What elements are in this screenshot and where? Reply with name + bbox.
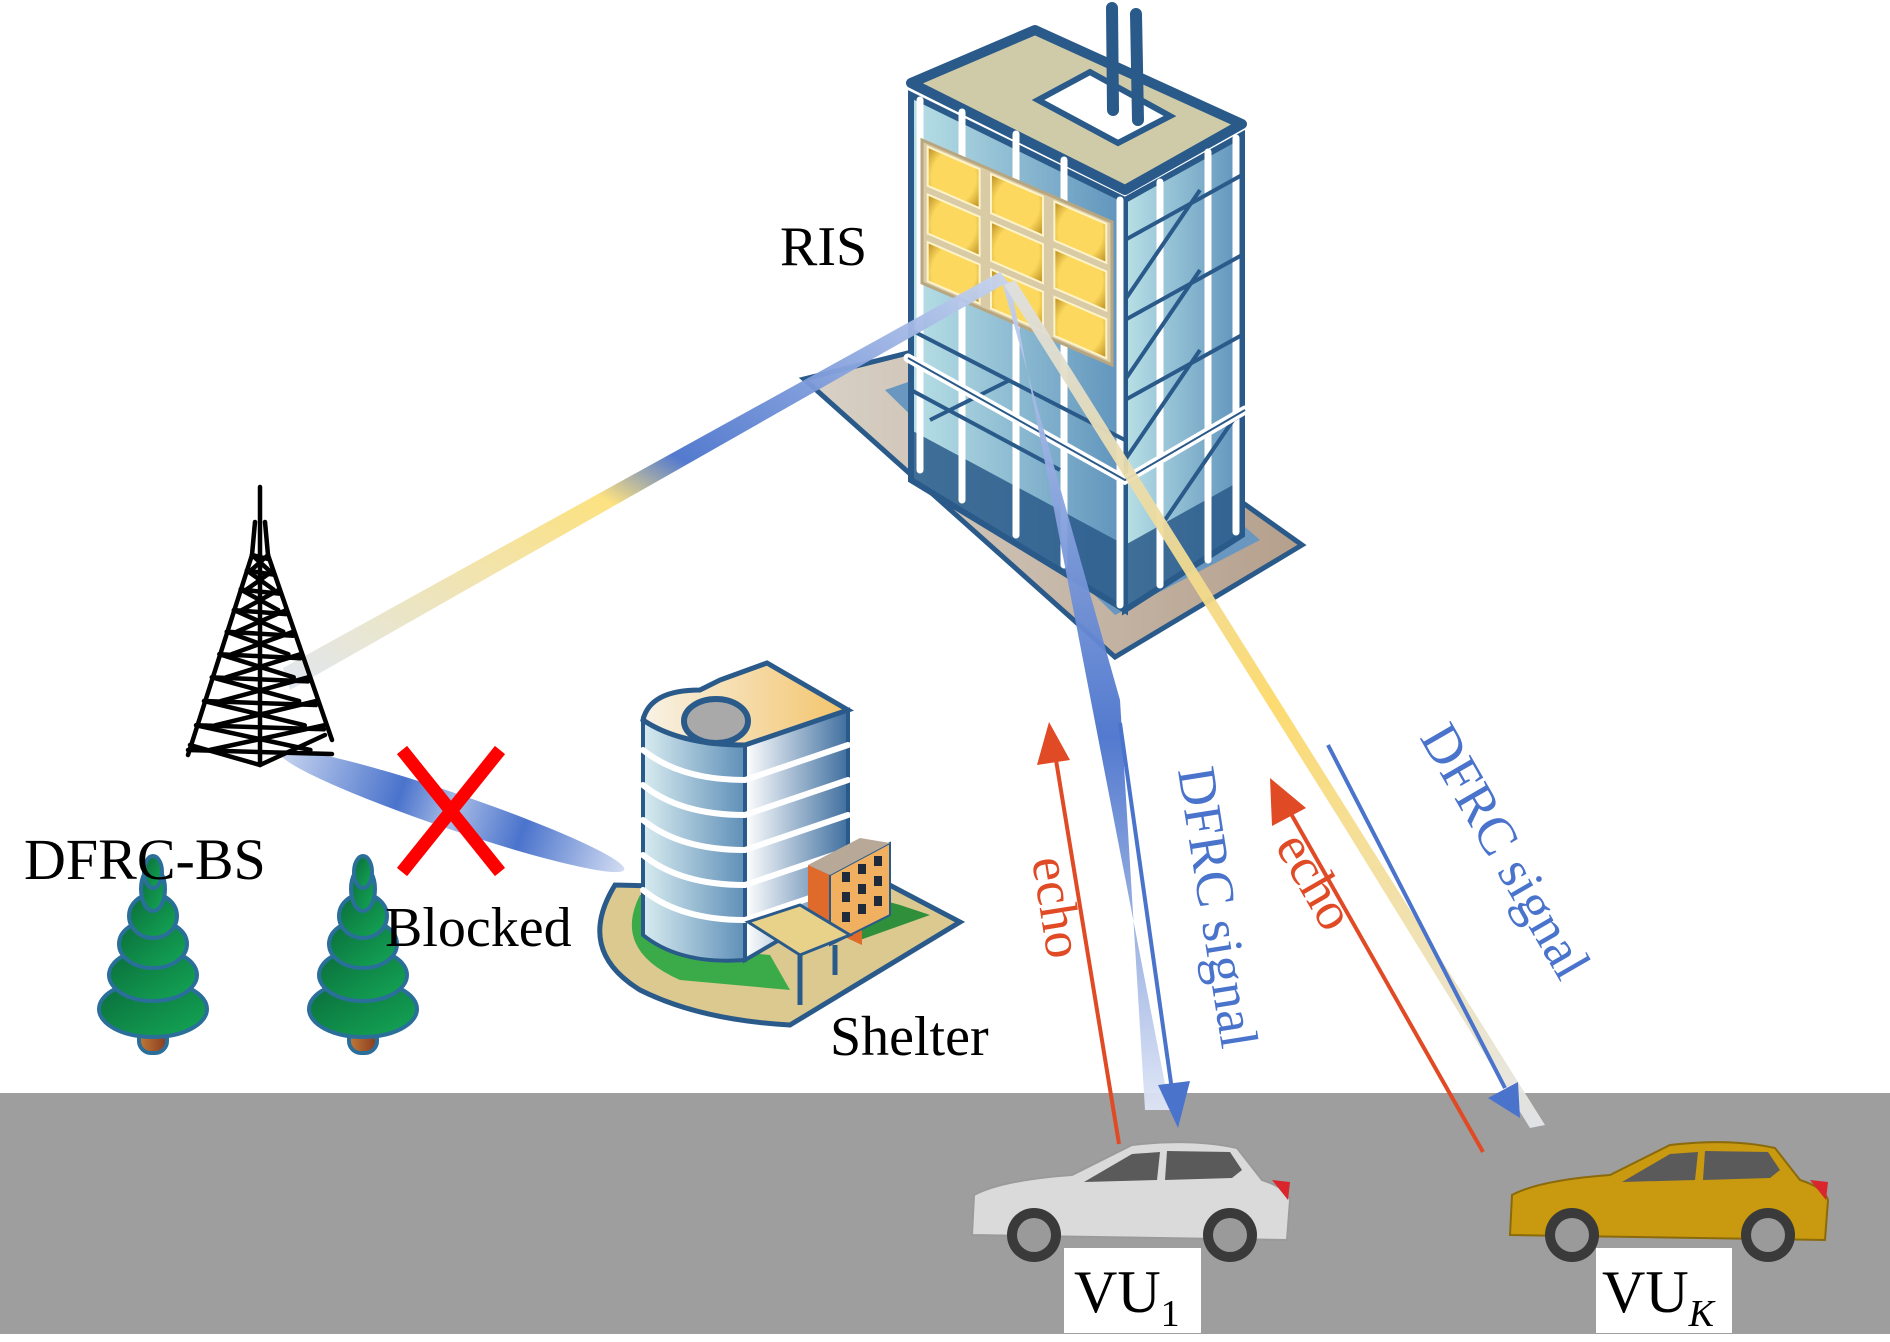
signal-label-vu1: DFRC signal [1166, 762, 1270, 1051]
tower-brace [207, 723, 327, 753]
blocked-label: Blocked [385, 897, 572, 959]
vuk-label-box [1596, 1248, 1732, 1333]
tower-brace [244, 568, 276, 592]
ris-element [1053, 295, 1108, 360]
tower-base [187, 732, 328, 768]
signal-arrow-vuk [1326, 744, 1520, 1118]
car-window [1622, 1152, 1698, 1182]
vuk-label: VUK [1602, 1259, 1716, 1335]
vehicle-vuk [1508, 1141, 1830, 1262]
ris-element [926, 192, 981, 258]
car-window [1703, 1151, 1780, 1180]
ris-element [926, 145, 981, 210]
ris-element [926, 240, 981, 306]
ris-element [1053, 247, 1108, 313]
car-hub [1555, 1218, 1589, 1252]
tower-brace [193, 723, 313, 753]
tower-brace [209, 675, 302, 704]
vehicle-vu1 [970, 1141, 1292, 1262]
vuk-label-sub: K [1688, 1293, 1716, 1335]
vu1-label-box [1064, 1248, 1201, 1333]
tower-brace [229, 629, 296, 657]
shelter-label: Shelter [830, 1006, 989, 1068]
ris-label: RIS [780, 216, 867, 278]
ris-element [990, 172, 1044, 238]
bs-tower-icon [185, 484, 335, 768]
bs-label: DFRC-BS [24, 827, 266, 892]
tower-brace [213, 698, 319, 728]
signal-arrow-vu1 [1118, 722, 1190, 1128]
tower-brace [239, 587, 282, 613]
vu1-label-sub: 1 [1161, 1293, 1180, 1335]
beam-ris-to-vuk [1004, 280, 1545, 1128]
car-taillight [1810, 1180, 1828, 1200]
echo-arrow-vuk [1270, 778, 1485, 1153]
tower-brace [224, 651, 303, 680]
car-hub [1017, 1218, 1051, 1252]
echo-label-vu1: echo [1020, 852, 1095, 962]
car-window [1084, 1152, 1160, 1182]
beam-ris-to-vu1 [1002, 282, 1170, 1110]
car-hub [1751, 1218, 1785, 1252]
tower-brace [248, 552, 271, 573]
car-taillight [1272, 1180, 1290, 1200]
tower-brace [234, 607, 289, 634]
signal-label-vuk: DFRC signal [1409, 713, 1603, 989]
vuk-label-main: VU [1602, 1259, 1689, 1325]
echo-arrow-vu1 [1037, 722, 1121, 1145]
tower-brace [218, 675, 311, 704]
car-hub [1213, 1218, 1247, 1252]
vu1-label: VU1 [1074, 1259, 1180, 1335]
tower-brace [201, 698, 307, 728]
ris-element [990, 220, 1044, 285]
blocked-x-icon [396, 745, 506, 877]
tree-icon [97, 854, 209, 1055]
car-window [1165, 1151, 1242, 1180]
tree-icon [307, 854, 419, 1055]
beam-bs-to-ris [283, 272, 1008, 690]
vu1-label-main: VU [1074, 1259, 1161, 1325]
shelter-building [597, 660, 966, 1028]
ris-element [1053, 199, 1108, 265]
